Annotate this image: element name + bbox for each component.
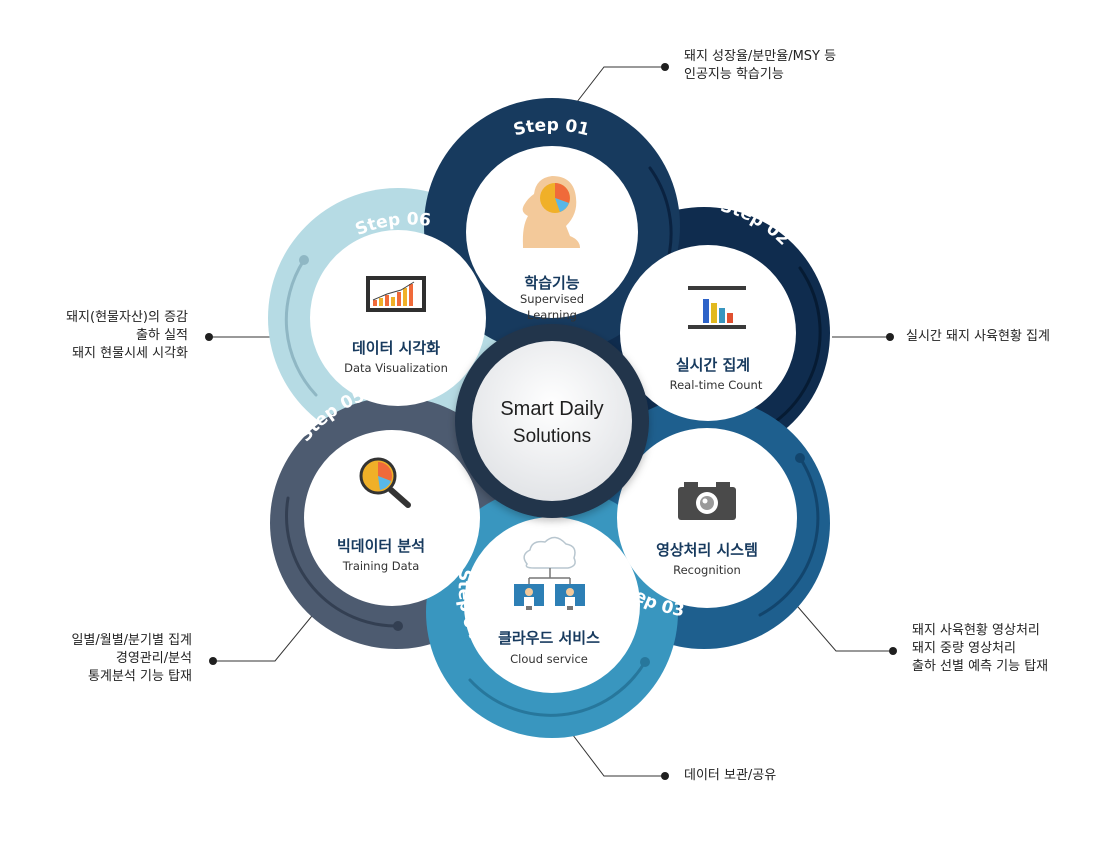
step05-subtitle: Training Data	[281, 558, 481, 574]
connector-dot-step01	[661, 63, 669, 71]
step04-subtitle: Cloud service	[449, 651, 649, 667]
annotation-line: 돼지 성장율/분만율/MSY 등	[684, 49, 837, 64]
step03-title: 영상처리 시스템	[656, 541, 758, 559]
connector-dot-step03	[889, 647, 897, 655]
monitor-chart-icon	[366, 276, 426, 312]
step01-subtitle: Supervised Learning	[452, 291, 652, 323]
annotation-line: 실시간 돼지 사육현황 집계	[906, 329, 1050, 344]
annotation-line: 돼지 중량 영상처리	[912, 641, 1016, 656]
annotation-step03: 돼지 사육현황 영상처리 돼지 중량 영상처리 출하 선별 예측 기능 탑재	[912, 622, 1048, 676]
head-pie-chart-icon	[522, 176, 580, 248]
step04-subtitle-line: Cloud service	[510, 652, 588, 666]
annotation-step06: 돼지(현물자산)의 증감 출하 실적 돼지 현물시세 시각화	[66, 309, 188, 363]
connector-step04	[562, 721, 664, 777]
annotation-line: 돼지(현물자산)의 증감	[66, 310, 188, 325]
step06-subtitle-line: Data Visualization	[344, 361, 448, 375]
connector-step05	[214, 610, 317, 662]
cloud-network-icon	[514, 536, 585, 610]
step03-subtitle-line: Recognition	[673, 563, 741, 577]
annotation-step02: 실시간 돼지 사육현황 집계	[906, 328, 1050, 346]
step01-subtitle-line: Supervised	[519, 292, 585, 306]
step02-title: 실시간 집계	[675, 356, 751, 374]
connector-dot-step02	[886, 333, 894, 341]
step01-title: 학습기능	[524, 274, 580, 292]
annotation-line: 출하 실적	[136, 328, 188, 343]
step04-title: 클라우드 서비스	[498, 629, 600, 647]
step06-title: 데이터 시각화	[351, 339, 441, 357]
connector-dot-step06	[205, 333, 213, 341]
annotation-step04: 데이터 보관/공유	[684, 767, 776, 785]
annotation-step05: 일별/월별/분기별 집계 경영관리/분석 통계분석 기능 탑재	[71, 632, 192, 686]
magnifier-pie-icon	[359, 457, 411, 508]
step01-subtitle-line: Learning	[527, 308, 577, 322]
annotation-line: 돼지 사육현황 영상처리	[912, 623, 1040, 638]
annotation-line: 경영관리/분석	[115, 651, 192, 666]
connector-dot-step05	[209, 657, 217, 665]
step03-subtitle: Recognition	[607, 562, 807, 578]
step02-subtitle: Real-time Count	[616, 377, 816, 393]
bar-chart-icon	[688, 286, 746, 329]
step04-disc	[464, 517, 640, 693]
center-subtitle: Solutions	[512, 426, 592, 447]
center-title: Smart Daily	[500, 398, 604, 420]
annotation-line: 인공지능 학습기능	[684, 67, 784, 82]
step06-disc	[310, 230, 486, 406]
step05-title: 빅데이터 분석	[336, 537, 426, 555]
annotation-line: 돼지 현물시세 시각화	[72, 346, 188, 361]
step02-disc	[620, 245, 796, 421]
annotation-line: 출하 선별 예측 기능 탑재	[912, 659, 1049, 674]
annotation-line: 일별/월별/분기별 집계	[71, 633, 192, 648]
step02-subtitle-line: Real-time Count	[669, 378, 763, 392]
annotation-step01: 돼지 성장율/분만율/MSY 등 인공지능 학습기능	[684, 48, 836, 84]
step06-subtitle: Data Visualization	[296, 360, 496, 376]
connector-dot-step04	[661, 772, 669, 780]
step05-subtitle-line: Training Data	[342, 559, 420, 573]
center-hub	[472, 341, 632, 501]
step05-disc	[304, 430, 480, 606]
connector-step03	[791, 599, 893, 652]
annotation-line: 데이터 보관/공유	[684, 768, 777, 783]
camera-case-icon	[678, 482, 736, 520]
connector-lines	[209, 66, 893, 777]
annotation-line: 통계분석 기능 탑재	[88, 669, 192, 684]
